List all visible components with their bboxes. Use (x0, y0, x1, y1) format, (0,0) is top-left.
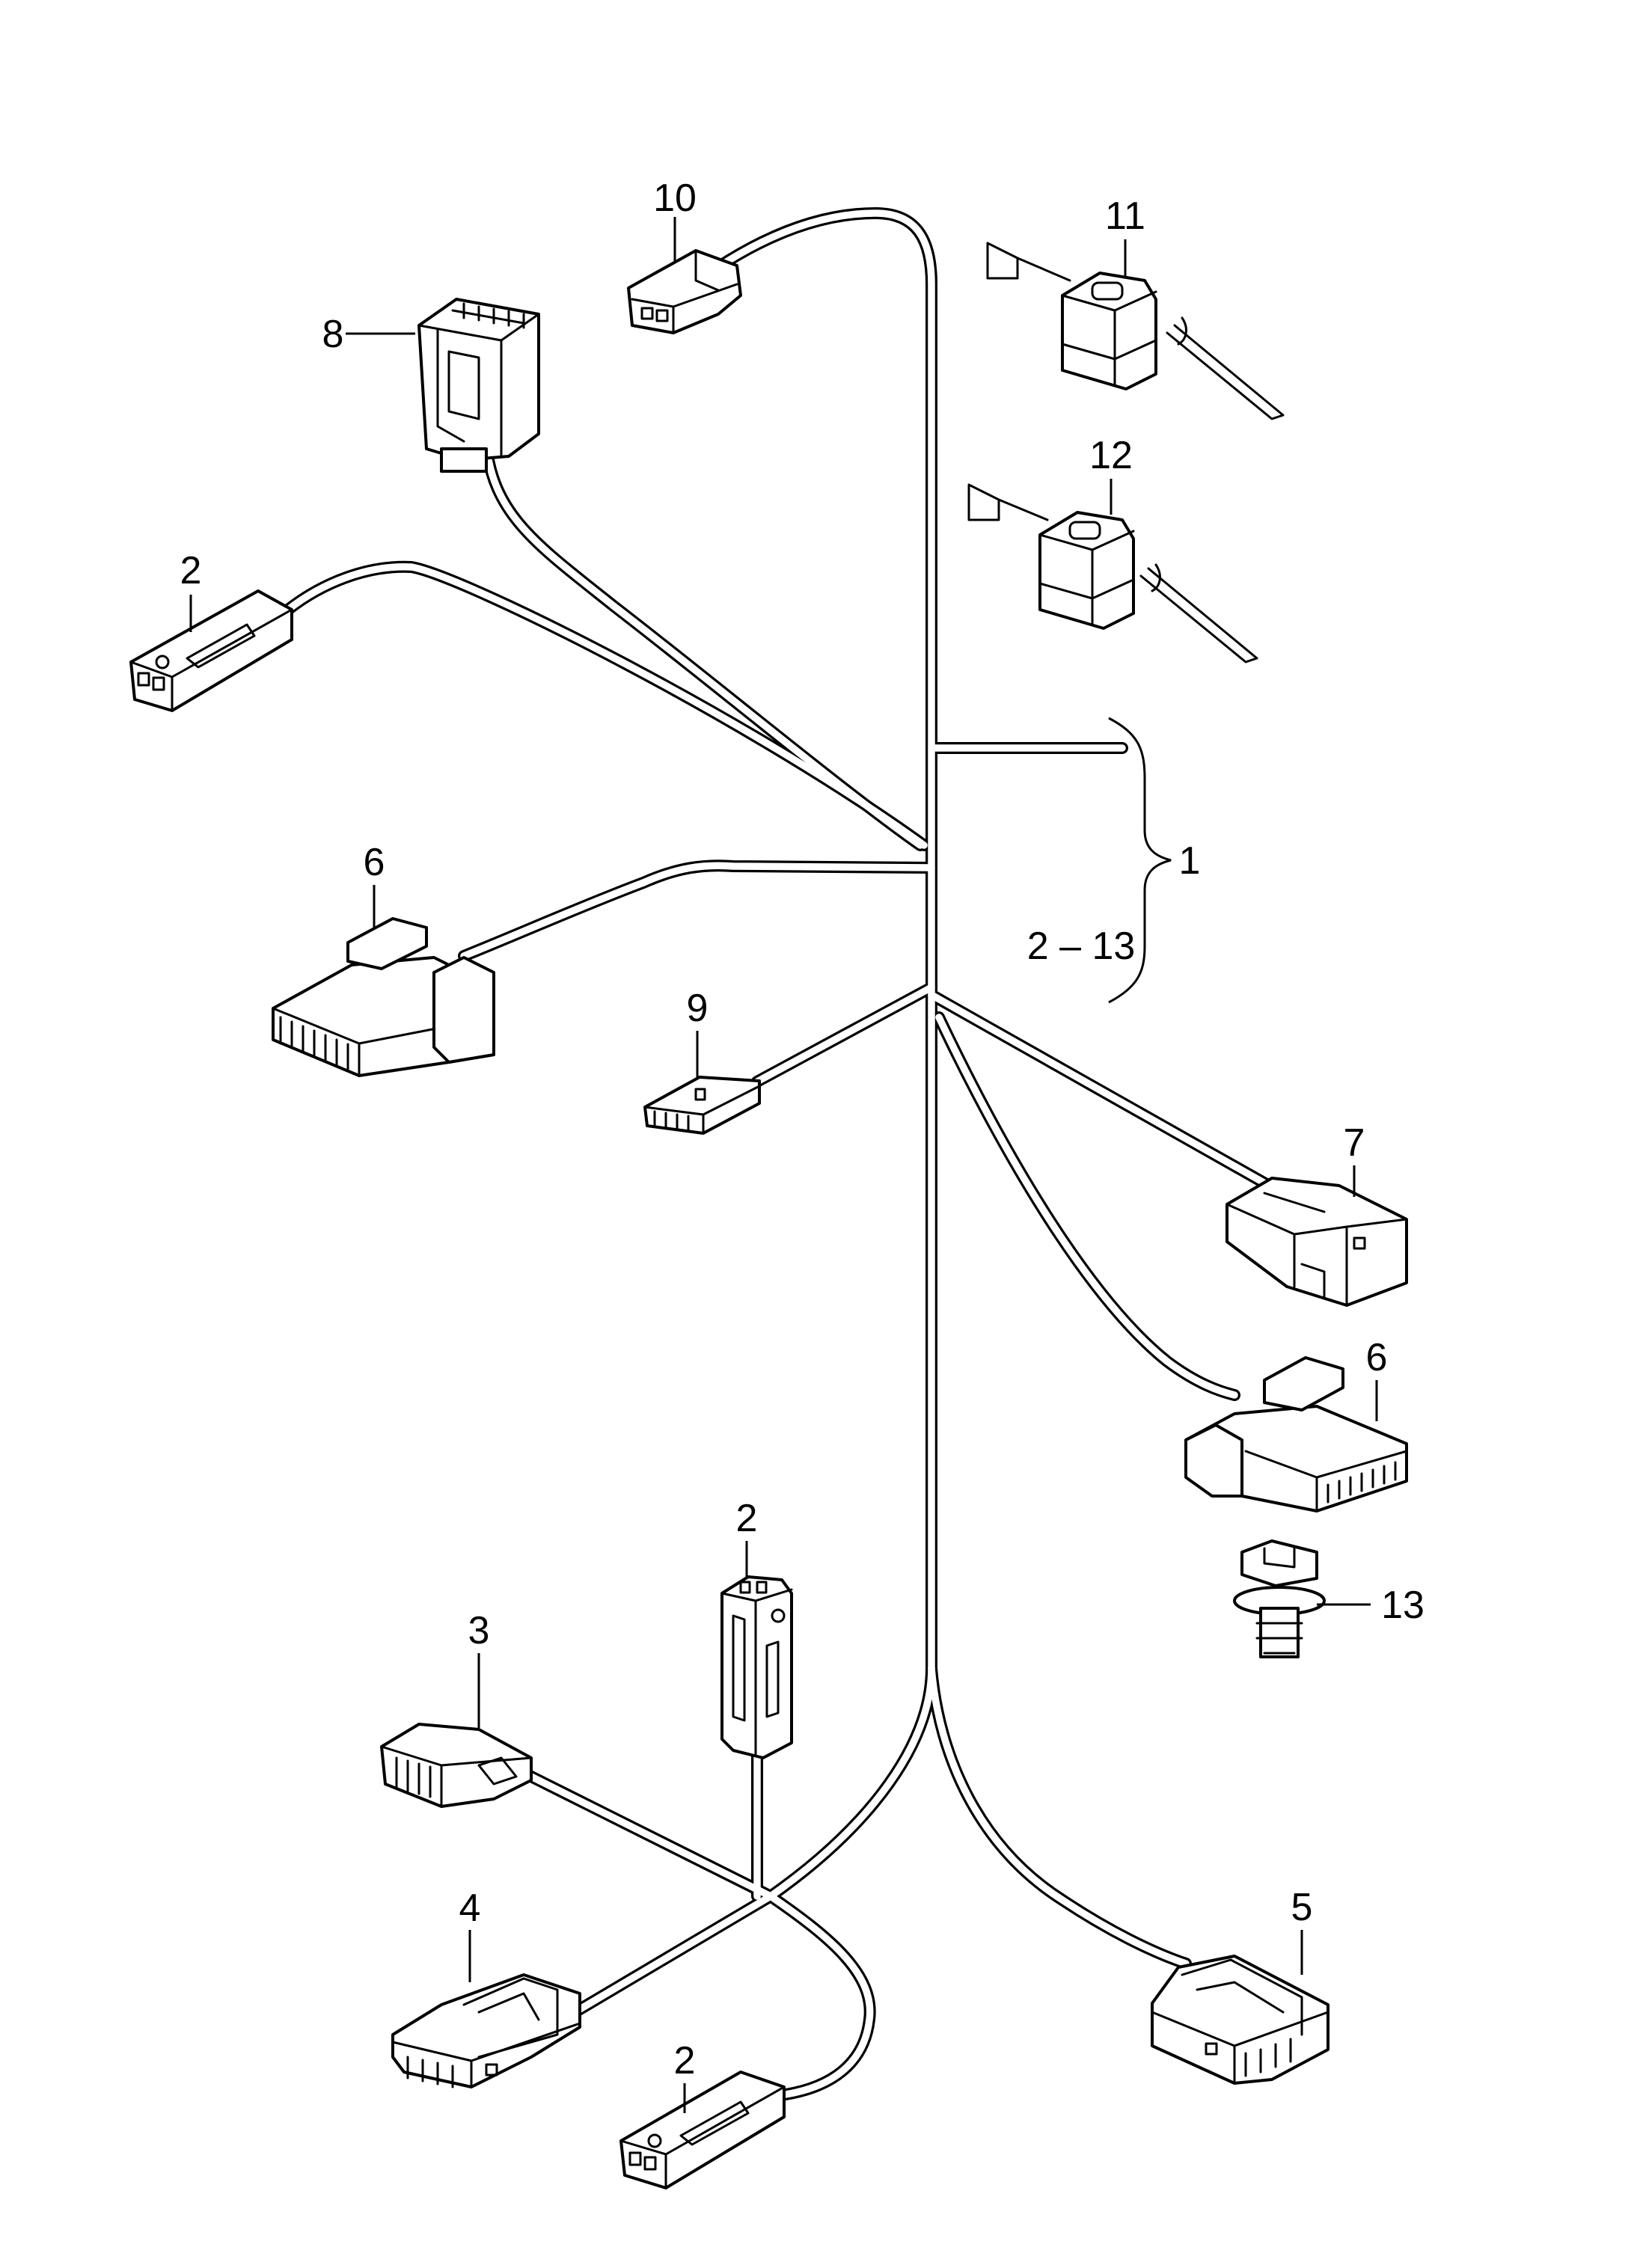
wire-harness (282, 207, 1282, 2100)
connector-10 (627, 249, 742, 334)
connector-6-right (1184, 1356, 1408, 1512)
connector-2-middle (720, 1575, 793, 1759)
connector-8 (417, 298, 540, 473)
callout-2-middle: 2 (736, 1497, 758, 1540)
callout-labels: 10 11 12 8 2 6 9 7 6 13 2 3 4 2 5 1 2 – … (180, 177, 1425, 2082)
callout-12: 12 (1089, 434, 1133, 477)
callout-6-left: 6 (364, 841, 385, 884)
connector-2-bottom (619, 2071, 786, 2189)
callout-13: 13 (1381, 1584, 1425, 1627)
connector-7 (1226, 1177, 1408, 1307)
callout-range: 2 – 13 (1027, 925, 1136, 968)
connector-9 (643, 1076, 761, 1135)
connector-5 (1151, 1955, 1329, 2085)
callout-6-right: 6 (1366, 1336, 1388, 1379)
cable-tie-11 (986, 242, 1285, 420)
callout-2-upper: 2 (180, 549, 202, 592)
callout-5: 5 (1291, 1886, 1313, 1929)
callout-3: 3 (468, 1609, 490, 1652)
connector-6-left (272, 917, 495, 1077)
callout-1: 1 (1179, 839, 1201, 883)
connector-2-upper (129, 589, 293, 712)
callout-11: 11 (1105, 194, 1145, 238)
callout-7: 7 (1344, 1121, 1365, 1165)
connector-3 (380, 1723, 533, 1808)
callout-2-bottom: 2 (674, 2039, 696, 2082)
clip-13 (1233, 1539, 1326, 1658)
callout-8: 8 (322, 313, 344, 356)
callout-4: 4 (459, 1887, 481, 1930)
leader-lines (189, 217, 1378, 2113)
brace-1 (1108, 717, 1172, 1004)
cable-tie-12 (967, 483, 1258, 663)
connector-4 (391, 1973, 581, 2088)
callout-10: 10 (653, 177, 697, 220)
callout-9: 9 (687, 987, 709, 1030)
